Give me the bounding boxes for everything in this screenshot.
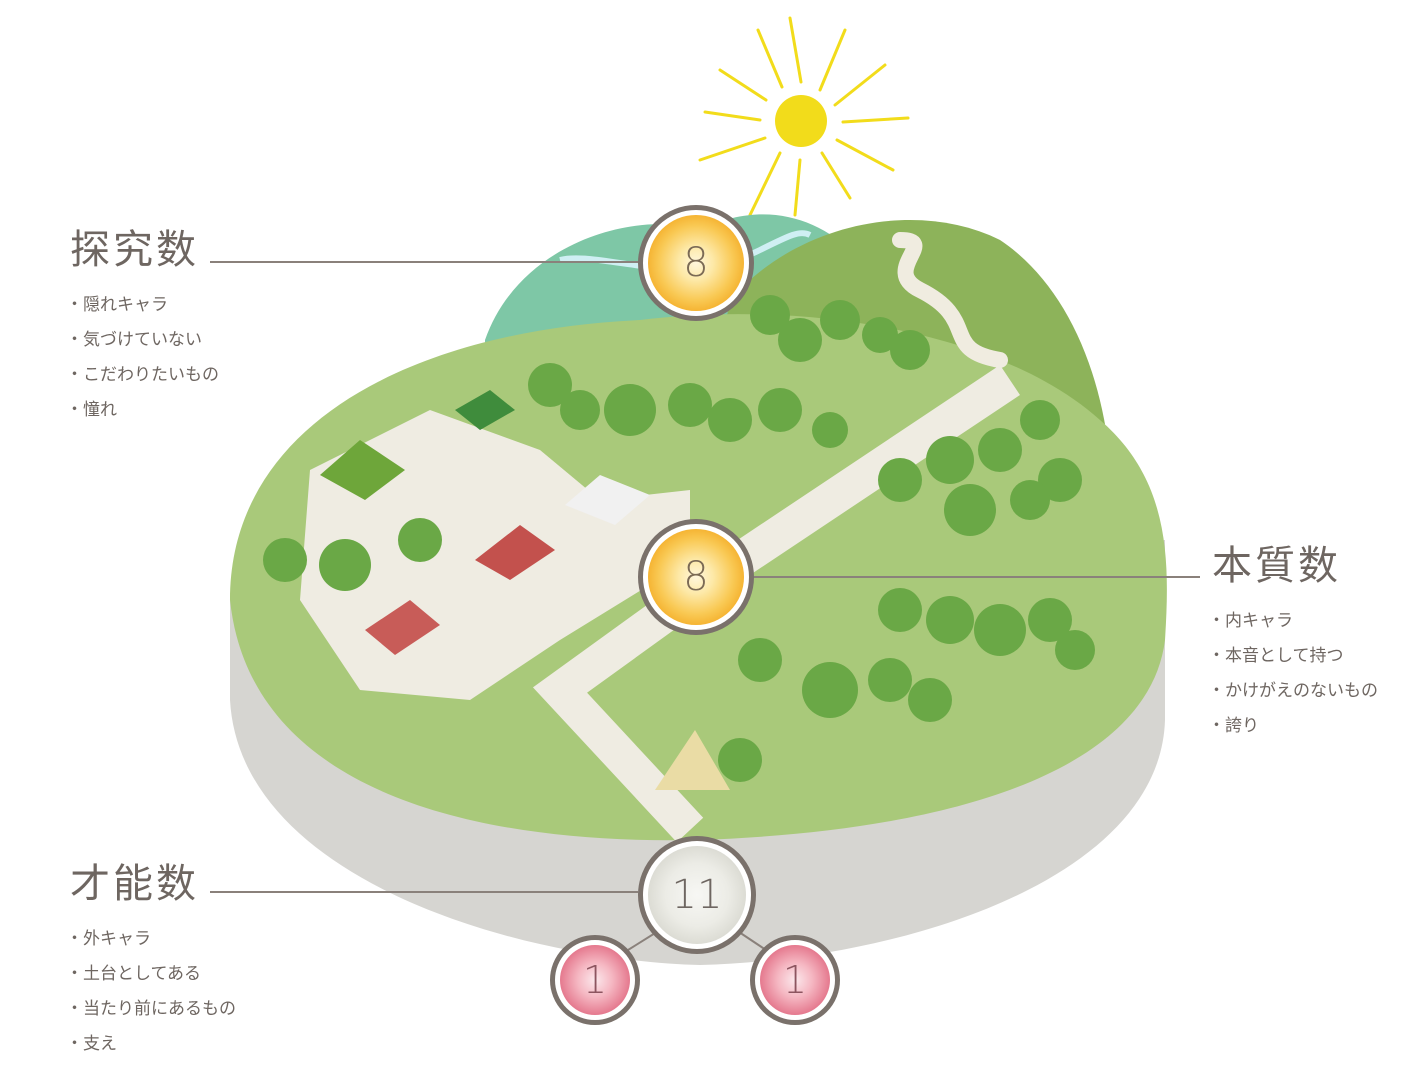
- list-item: 土台としてある: [70, 957, 236, 992]
- essence-items: 内キャラ 本音として持つ かけがえのないもの 誇り: [1212, 604, 1378, 744]
- list-item: こだわりたいもの: [70, 358, 219, 393]
- list-item: 内キャラ: [1212, 604, 1378, 639]
- talent-sub-number-badge-right: 1: [750, 935, 840, 1025]
- list-item: 誇り: [1212, 709, 1378, 744]
- talent-sub-number-right: 1: [760, 945, 830, 1015]
- exploration-number: 8: [648, 215, 744, 311]
- list-item: かけがえのないもの: [1212, 674, 1378, 709]
- exploration-heading: 探究数: [70, 227, 199, 273]
- list-item: 当たり前にあるもの: [70, 992, 236, 1027]
- list-item: 憧れ: [70, 393, 219, 428]
- sun-icon: [698, 16, 910, 217]
- exploration-label-block: 探究数 隠れキャラ 気づけていない こだわりたいもの 憧れ: [70, 226, 219, 428]
- exploration-number-badge: 8: [638, 205, 754, 321]
- list-item: 外キャラ: [70, 922, 236, 957]
- talent-number-badge: 11: [638, 836, 756, 954]
- list-item: 本音として持つ: [1212, 639, 1378, 674]
- list-item: 隠れキャラ: [70, 288, 219, 323]
- essence-number: 8: [648, 529, 744, 625]
- essence-number-badge: 8: [638, 519, 754, 635]
- list-item: 支え: [70, 1027, 236, 1062]
- talent-label-block: 才能数 外キャラ 土台としてある 当たり前にあるもの 支え: [70, 860, 236, 1062]
- talent-number: 11: [648, 846, 746, 944]
- essence-label-block: 本質数 内キャラ 本音として持つ かけがえのないもの 誇り: [1212, 542, 1378, 744]
- talent-items: 外キャラ 土台としてある 当たり前にあるもの 支え: [70, 922, 236, 1062]
- exploration-items: 隠れキャラ 気づけていない こだわりたいもの 憧れ: [70, 288, 219, 428]
- essence-heading: 本質数: [1212, 543, 1341, 589]
- talent-heading: 才能数: [70, 861, 199, 907]
- talent-sub-number-left: 1: [560, 945, 630, 1015]
- talent-sub-number-badge-left: 1: [550, 935, 640, 1025]
- list-item: 気づけていない: [70, 323, 219, 358]
